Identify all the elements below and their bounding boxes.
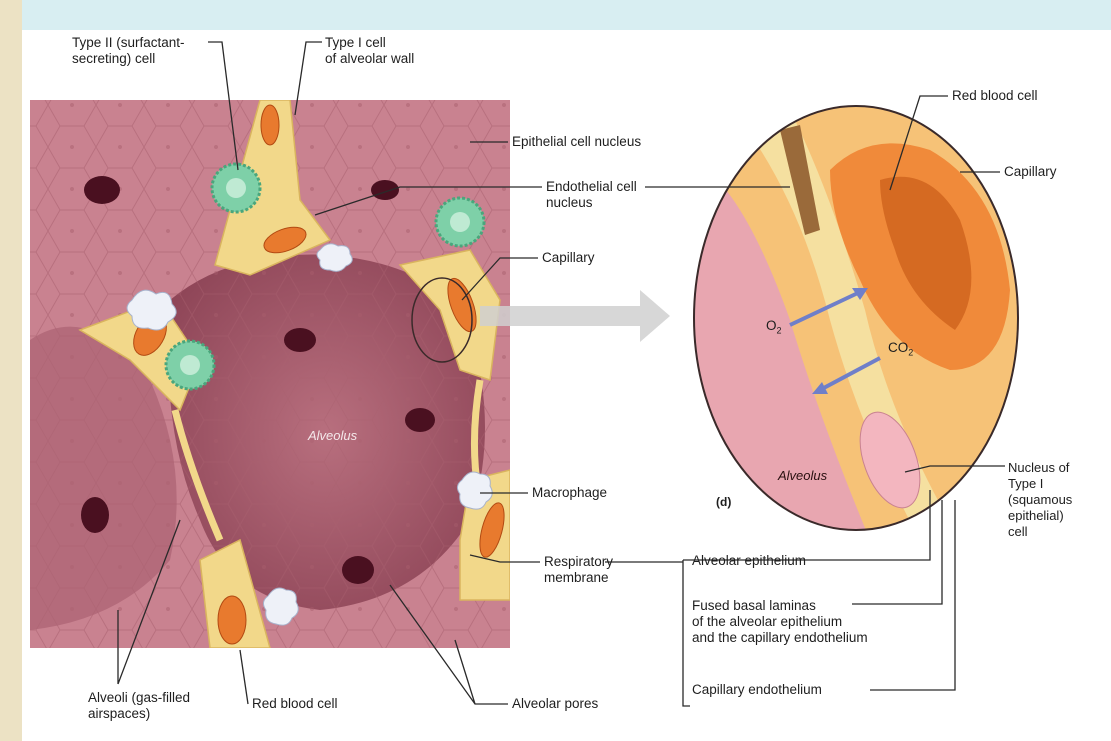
alveolar-pore xyxy=(405,408,435,432)
alveolar-pore xyxy=(371,180,399,200)
slide-left-border xyxy=(0,0,22,741)
label-nucleus-type1: Nucleus of Type I (squamous epithelial) … xyxy=(1008,460,1072,540)
alveolar-pore xyxy=(84,176,120,204)
red-blood-cell xyxy=(218,596,246,644)
label-alveolar-epithelium: Alveolar epithelium xyxy=(692,553,806,569)
label-red-blood-cell-left: Red blood cell xyxy=(252,696,338,712)
label-alveoli: Alveoli (gas-filled airspaces) xyxy=(88,690,190,722)
label-panel-d: (d) xyxy=(716,494,731,510)
alveolar-pore xyxy=(342,556,374,584)
slide-top-border xyxy=(0,0,1111,30)
label-fused-basal-laminas: Fused basal laminas of the alveolar epit… xyxy=(692,598,868,646)
label-endothelial-nucleus: Endothelial cell nucleus xyxy=(546,179,637,211)
label-type1-cell: Type I cell of alveolar wall xyxy=(325,35,414,67)
label-alveolus-left: Alveolus xyxy=(308,428,357,444)
label-capillary-left: Capillary xyxy=(542,250,595,266)
label-alveolar-pores: Alveolar pores xyxy=(512,696,598,712)
label-capillary-right: Capillary xyxy=(1004,164,1057,180)
red-blood-cell xyxy=(261,105,279,145)
label-o2: O2 xyxy=(766,318,782,339)
label-respiratory-membrane: Respiratory membrane xyxy=(544,554,613,586)
label-red-blood-cell-right: Red blood cell xyxy=(952,88,1038,104)
label-macrophage: Macrophage xyxy=(532,485,607,501)
alveolar-tissue-block xyxy=(30,100,510,648)
alveolar-pore xyxy=(81,497,109,533)
label-type2-cell: Type II (surfactant- secreting) cell xyxy=(72,35,185,67)
label-capillary-endothelium: Capillary endothelium xyxy=(692,682,822,698)
label-alveolus-right: Alveolus xyxy=(778,468,827,484)
alveolar-pore xyxy=(284,328,316,352)
label-co2: CO2 xyxy=(888,340,913,361)
label-epithelial-nucleus: Epithelial cell nucleus xyxy=(512,134,641,150)
